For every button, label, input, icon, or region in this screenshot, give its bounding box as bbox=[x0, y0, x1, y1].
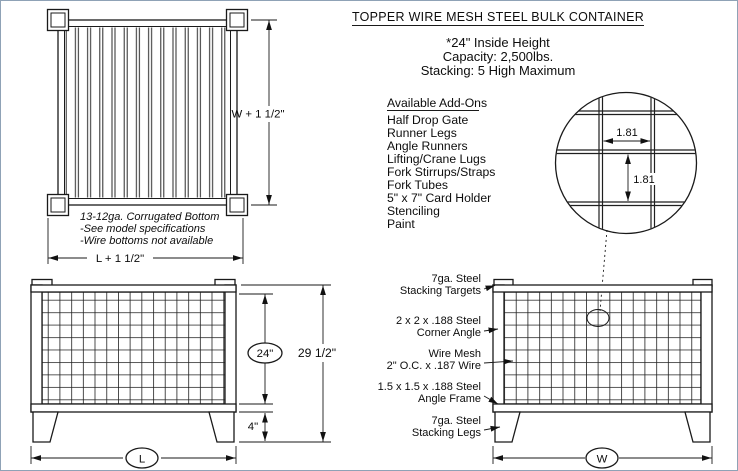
wire-mesh-panel bbox=[42, 292, 225, 404]
stacking-leg-left bbox=[494, 411, 521, 443]
corner-post-right bbox=[700, 284, 713, 413]
detail-view: 1.81 1.81 bbox=[554, 91, 698, 312]
addons-list: Available Add-Ons Half Drop Gate Runner … bbox=[387, 96, 495, 231]
callout-leader bbox=[483, 425, 501, 432]
title-block: TOPPER WIRE MESH STEEL BULK CONTAINER *2… bbox=[352, 9, 644, 78]
inside-height-dim: 24" bbox=[257, 348, 274, 360]
detail-mesh-wires bbox=[556, 93, 696, 233]
inside-height-dim-bubble bbox=[247, 342, 283, 364]
component-callouts: 7ga. Steel Stacking Targets 2 x 2 x .188… bbox=[378, 273, 514, 439]
addon-item: Lifting/Crane Lugs bbox=[387, 152, 486, 166]
callout-text: Stacking Targets bbox=[400, 285, 482, 297]
corner-post-left bbox=[30, 284, 43, 413]
addon-item: Fork Tubes bbox=[387, 178, 448, 192]
callout-text: 2" O.C. x .187 Wire bbox=[387, 360, 481, 372]
addon-item: 5" x 7" Card Holder bbox=[387, 191, 491, 205]
corrugated-bottom-panel bbox=[65, 27, 230, 198]
callout-text: Wire Mesh bbox=[428, 348, 481, 360]
bottom-frame bbox=[30, 403, 237, 413]
detail-leader-line bbox=[599, 229, 608, 312]
spec-capacity: Capacity: 2,500lbs. bbox=[443, 49, 554, 64]
addon-item: Angle Runners bbox=[387, 139, 468, 153]
addon-item: Fork Stirrups/Straps bbox=[387, 165, 495, 179]
note-line: -Wire bottoms not available bbox=[80, 235, 213, 247]
overall-height-dim: 29 1/2" bbox=[298, 346, 336, 360]
callout-text: Angle Frame bbox=[418, 393, 481, 405]
detail-circle-outline bbox=[554, 91, 698, 235]
top-view-width-dim: W + 1 1/2" bbox=[231, 109, 284, 121]
drawing-title: TOPPER WIRE MESH STEEL BULK CONTAINER bbox=[352, 9, 644, 24]
top-view-inner-frame bbox=[64, 26, 231, 199]
addon-item: Paint bbox=[387, 217, 415, 231]
callout-wire-mesh: Wire Mesh 2" O.C. x .187 Wire bbox=[387, 348, 514, 372]
front-view: 24" 29 1/2" 4" L bbox=[30, 278, 336, 469]
stacking-leg-right bbox=[208, 411, 235, 443]
stacking-leg-right bbox=[684, 411, 711, 443]
addon-item: Runner Legs bbox=[387, 126, 457, 140]
front-view-dimensions: 24" 29 1/2" 4" L bbox=[30, 284, 336, 469]
addons-heading: Available Add-Ons bbox=[387, 96, 487, 110]
length-dim-bubble bbox=[125, 447, 159, 469]
wire-mesh-panel bbox=[504, 292, 701, 404]
callout-leader bbox=[483, 395, 499, 405]
spec-stacking: Stacking: 5 High Maximum bbox=[421, 63, 576, 78]
dim-text-mask bbox=[630, 173, 658, 185]
side-view: W bbox=[492, 278, 713, 469]
top-view-length-dim: L + 1 1/2" bbox=[96, 253, 144, 265]
callout-leader bbox=[483, 358, 514, 365]
callout-stacking-targets: 7ga. Steel Stacking Targets bbox=[400, 273, 496, 297]
dim-text-mask bbox=[238, 108, 288, 121]
top-rim bbox=[30, 284, 237, 293]
callout-text: Corner Angle bbox=[417, 327, 481, 339]
leg-height-dim: 4" bbox=[248, 421, 258, 433]
side-view-dimensions: W bbox=[492, 446, 713, 469]
top-view-notes: 13-12ga. Corrugated Bottom -See model sp… bbox=[80, 211, 219, 247]
spec-inside-height: *24" Inside Height bbox=[446, 35, 550, 50]
detail-vertical-dim: 1.81 bbox=[633, 174, 654, 186]
bottom-frame bbox=[492, 403, 713, 413]
callout-leader bbox=[483, 327, 499, 334]
top-rim bbox=[492, 284, 713, 293]
callout-text: 7ga. Steel bbox=[431, 415, 481, 427]
corner-angle-caps bbox=[46, 8, 249, 217]
addon-item: Half Drop Gate bbox=[387, 113, 469, 127]
addon-item: Stenciling bbox=[387, 204, 440, 218]
top-view: W + 1 1/2" L + 1 1/2" 13-12ga. Corrugate… bbox=[46, 8, 288, 265]
stacking-leg-left bbox=[32, 411, 59, 443]
callout-corner-angle: 2 x 2 x .188 Steel Corner Angle bbox=[396, 315, 499, 339]
corner-post-right bbox=[224, 284, 237, 413]
length-dim: L bbox=[139, 454, 145, 466]
callout-angle-frame: 1.5 x 1.5 x .188 Steel Angle Frame bbox=[378, 381, 499, 405]
top-view-dimensions: W + 1 1/2" L + 1 1/2" bbox=[47, 19, 288, 265]
callout-text: 2 x 2 x .188 Steel bbox=[396, 315, 481, 327]
callout-leader bbox=[483, 285, 496, 292]
callout-stacking-legs: 7ga. Steel Stacking Legs bbox=[412, 415, 501, 439]
callout-text: 1.5 x 1.5 x .188 Steel bbox=[378, 381, 481, 393]
note-line: -See model specifications bbox=[80, 223, 206, 235]
width-dim: W bbox=[597, 454, 608, 466]
width-dim-bubble bbox=[585, 447, 619, 469]
callout-text: 7ga. Steel bbox=[431, 273, 481, 285]
callout-text: Stacking Legs bbox=[412, 427, 482, 439]
detail-reference-marker bbox=[586, 309, 610, 327]
detail-horizontal-dim: 1.81 bbox=[616, 127, 637, 139]
note-line: 13-12ga. Corrugated Bottom bbox=[80, 211, 219, 223]
corner-post-left bbox=[492, 284, 505, 413]
